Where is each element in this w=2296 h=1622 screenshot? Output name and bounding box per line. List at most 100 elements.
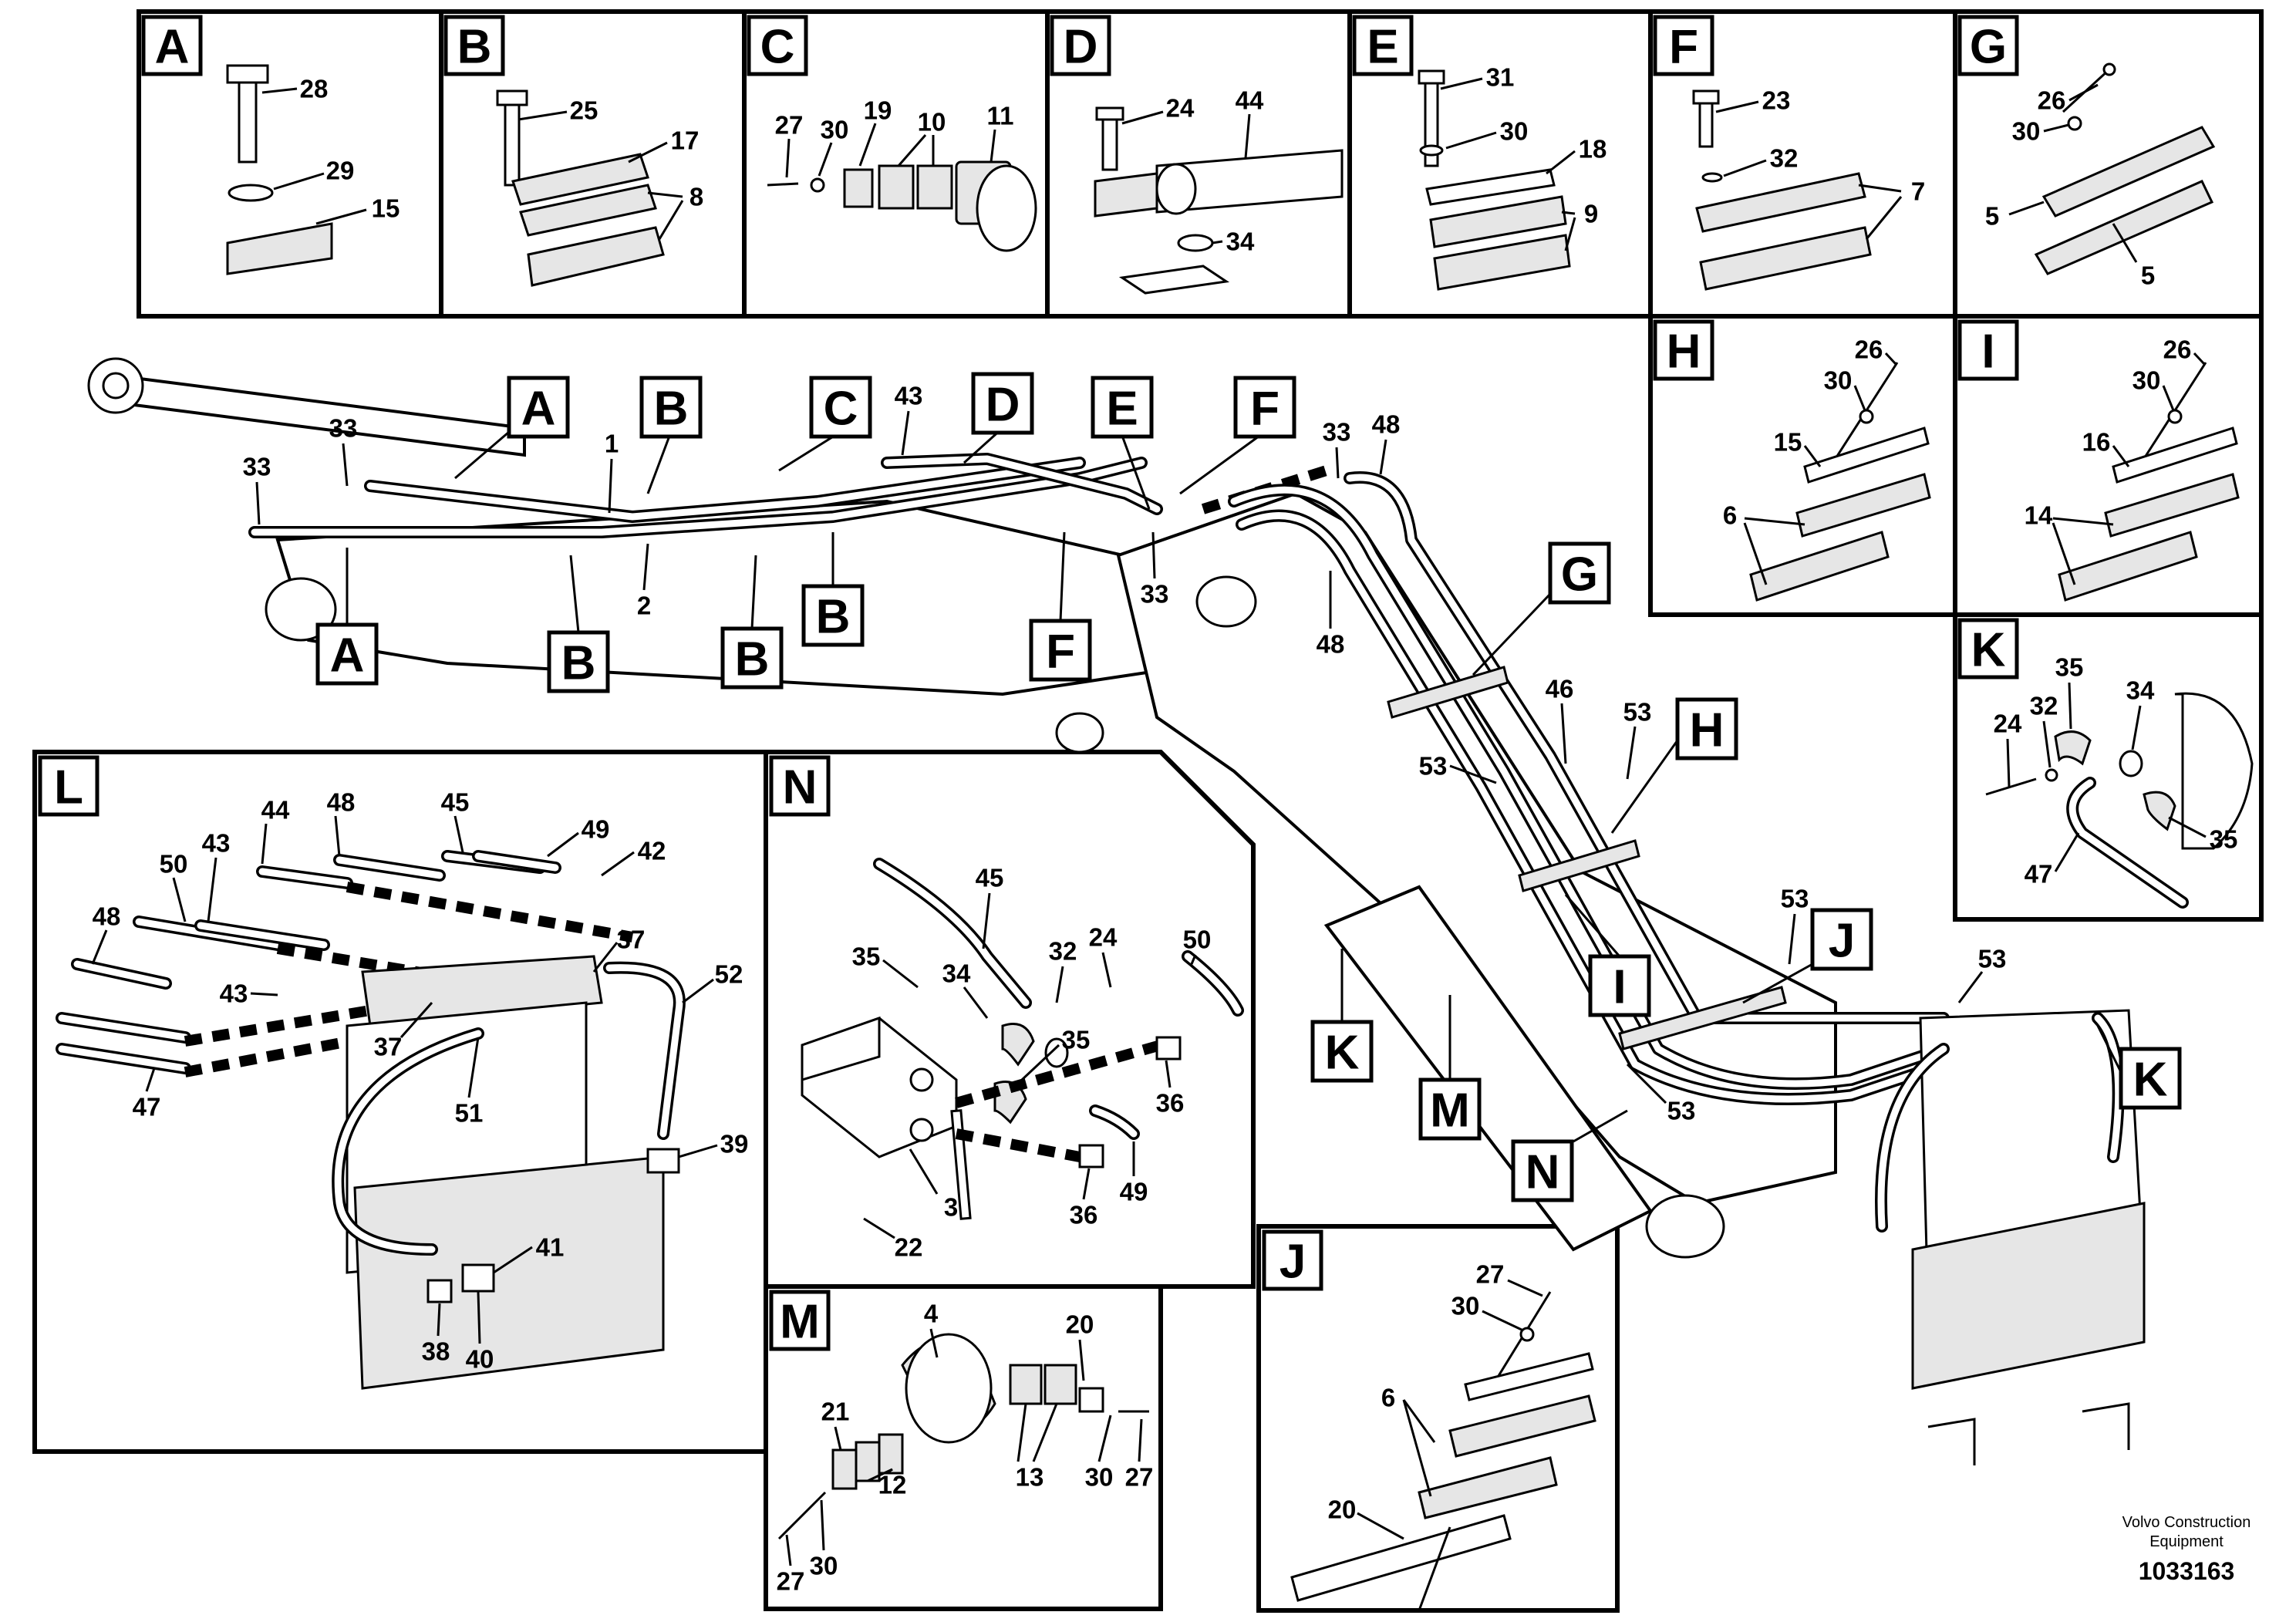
part-number: 40: [466, 1345, 494, 1374]
detail-I-drawing: [2058, 362, 2240, 602]
plate: [1464, 1352, 1594, 1401]
part-number: 31: [1486, 63, 1515, 92]
clamp-G: [1387, 666, 1509, 719]
part-number: 15: [372, 194, 400, 223]
callout-B-bottom-1[interactable]: B: [547, 630, 610, 693]
callout-H[interactable]: H: [1675, 697, 1738, 760]
callout-F-bottom[interactable]: F: [1029, 619, 1092, 682]
fitting: [1078, 1144, 1104, 1168]
tee-fitting: [461, 1263, 495, 1293]
callout-F-top[interactable]: F: [1233, 376, 1296, 439]
clamp-lower: [527, 226, 665, 287]
part-number: 30: [810, 1552, 838, 1580]
strip-plate: [1290, 1514, 1512, 1602]
svg-text:B: B: [735, 633, 770, 686]
callout-K-left[interactable]: K: [1310, 1020, 1374, 1083]
part-number: 26: [1855, 336, 1883, 364]
svg-text:N: N: [1526, 1146, 1560, 1199]
part-number: 26: [2038, 86, 2066, 115]
svg-text:B: B: [816, 591, 851, 644]
callout-G[interactable]: G: [1548, 541, 1611, 605]
part-numbers: 28 29 15 25 17 8 27 30 19 10 11 24 44 34…: [91, 63, 2237, 1596]
plate: [1803, 427, 1930, 484]
clamp-piece: [878, 164, 915, 210]
part-number: 18: [1579, 135, 1607, 164]
svg-text:H: H: [1667, 325, 1701, 379]
detail-F-drawing: [1692, 89, 1872, 291]
detail-letter-C: C: [747, 15, 808, 76]
detail-A-drawing: [226, 64, 333, 275]
clamp-piece: [855, 1441, 881, 1482]
clamp-half: [226, 222, 333, 275]
part-number: 27: [1125, 1463, 1154, 1492]
part-number: 30: [2132, 366, 2161, 395]
clamp-lower: [1433, 234, 1571, 291]
part-number: 9: [1584, 200, 1598, 228]
svg-text:A: A: [155, 21, 190, 74]
part-number: 34: [1226, 228, 1255, 256]
callout-B-top[interactable]: B: [639, 376, 703, 439]
part-number: 51: [455, 1099, 484, 1128]
part-number: 33: [329, 414, 358, 443]
part-number: 36: [1156, 1089, 1185, 1118]
part-number: 28: [300, 75, 329, 103]
clamp-upper: [1695, 172, 1866, 233]
callout-A-bottom[interactable]: A: [315, 622, 379, 686]
fitting: [1155, 1036, 1182, 1061]
part-number: 43: [202, 829, 231, 858]
strap-band: [976, 164, 1037, 252]
arm-pin: [1055, 712, 1104, 754]
main-callouts: A B C D E F A B B B F G H I J K M N K: [315, 372, 2182, 1202]
part-number: 42: [638, 837, 666, 865]
part-number: 30: [1500, 117, 1529, 146]
bolt-head: [1095, 106, 1124, 121]
part-number: 5: [1985, 202, 1999, 231]
callout-N[interactable]: N: [1511, 1139, 1574, 1202]
part-number: 5: [2141, 261, 2155, 290]
callout-I[interactable]: I: [1588, 954, 1651, 1017]
callout-B-bottom-2[interactable]: B: [720, 626, 784, 690]
callout-C-top[interactable]: C: [809, 376, 872, 439]
washer: [228, 184, 274, 202]
svg-text:M: M: [780, 1296, 820, 1349]
company-line-2: Equipment: [2149, 1533, 2224, 1550]
clamp-lower: [1699, 226, 1872, 291]
callout-J[interactable]: J: [1810, 908, 1873, 971]
part-number: 36: [1070, 1201, 1098, 1229]
part-number: 32: [1770, 144, 1799, 173]
detail-J-drawing: [1290, 1291, 1596, 1611]
callout-A-top[interactable]: A: [507, 376, 570, 439]
elbow-fitting: [646, 1148, 680, 1174]
svg-text:G: G: [1561, 548, 1598, 602]
part-number: 24: [1994, 710, 2022, 738]
part-number: 46: [1546, 675, 1574, 703]
part-number: 30: [821, 116, 849, 144]
detail-letter-A: A: [141, 15, 203, 76]
detail-letter-F: F: [1653, 15, 1714, 76]
o-ring: [1044, 1037, 1069, 1068]
part-number: 14: [2025, 501, 2053, 530]
part-number: 6: [1723, 501, 1737, 530]
svg-text:I: I: [1613, 961, 1626, 1014]
part-number: 35: [1062, 1026, 1091, 1054]
clamp-upper: [1429, 195, 1567, 248]
half-clamp: [1001, 1023, 1035, 1067]
detail-letter-H: H: [1653, 319, 1714, 381]
svg-text:K: K: [1971, 624, 2006, 677]
svg-text:C: C: [760, 21, 795, 74]
part-number: 15: [1774, 428, 1802, 457]
callout-D-top[interactable]: D: [971, 372, 1034, 435]
part-number: 2: [637, 592, 651, 620]
part-number: 44: [261, 796, 290, 824]
callout-M[interactable]: M: [1418, 1077, 1482, 1141]
callout-B-bottom-3[interactable]: B: [801, 584, 865, 647]
detail-H-drawing: [1749, 362, 1931, 602]
part-number: 16: [2082, 428, 2111, 457]
part-number: 25: [570, 96, 598, 125]
callout-K-right[interactable]: K: [2119, 1047, 2182, 1110]
clamp-upper: [519, 184, 657, 237]
part-number: 22: [895, 1233, 923, 1262]
adapter-fitting: [426, 1279, 453, 1303]
callout-E-top[interactable]: E: [1091, 376, 1154, 439]
part-number: 41: [536, 1233, 565, 1262]
